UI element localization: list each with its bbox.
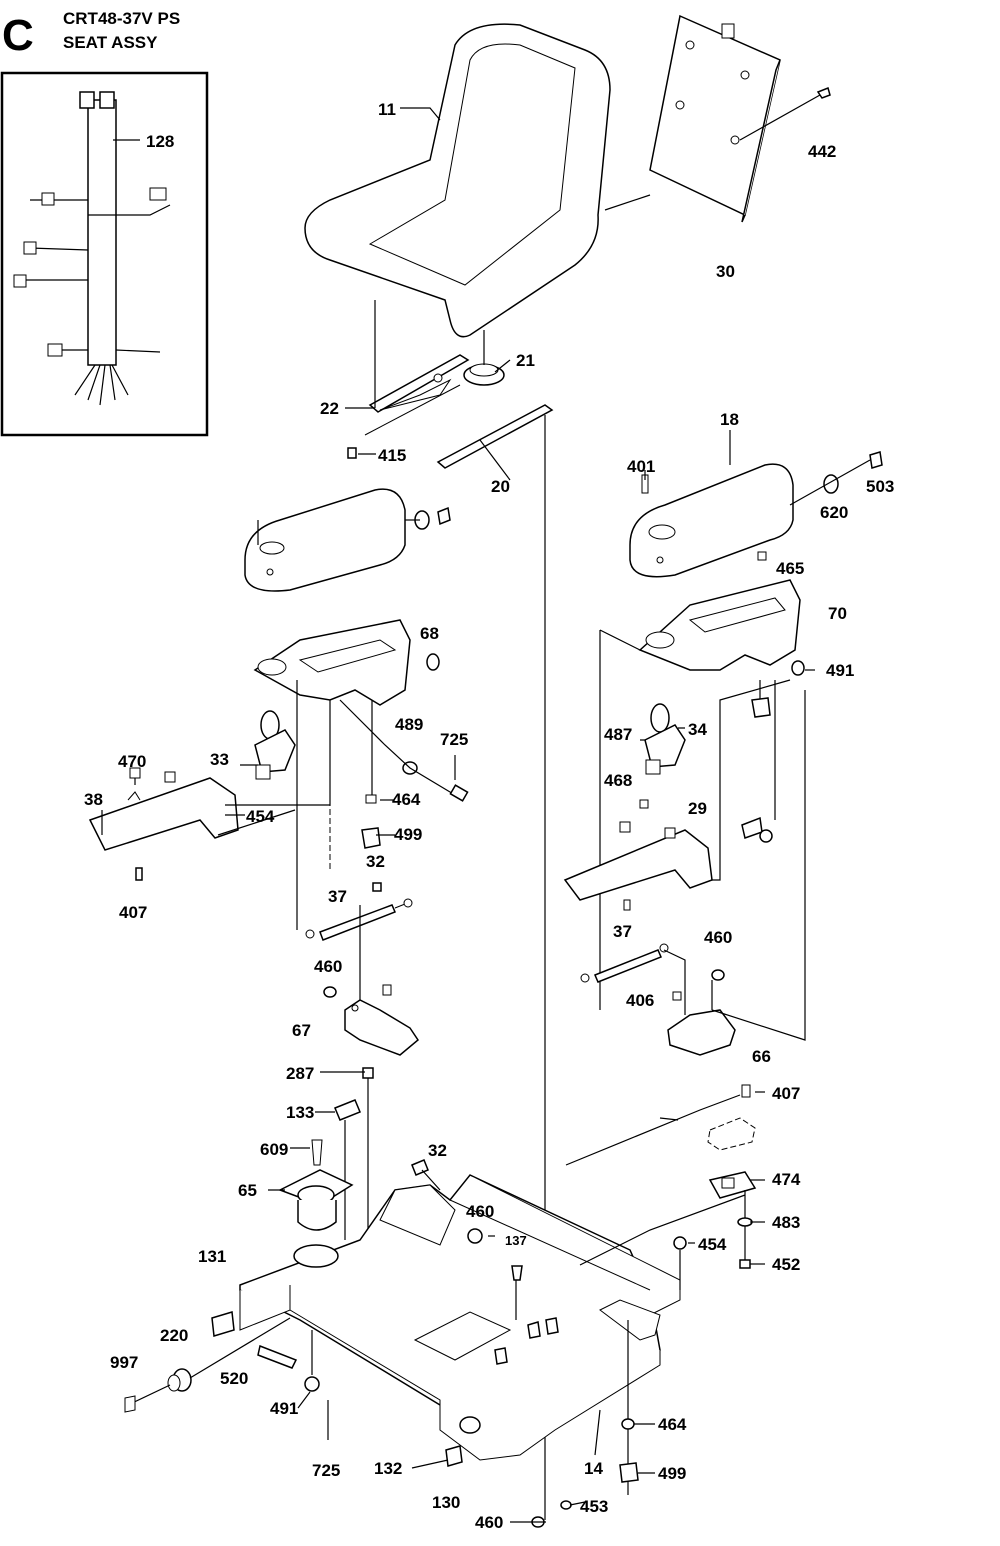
- callout-460-frame: 460: [466, 1202, 494, 1221]
- callout-499-lower: 499: [658, 1464, 686, 1483]
- callout-65: 65: [238, 1181, 257, 1200]
- callout-33: 33: [210, 750, 229, 769]
- callout-460-right: 460: [704, 928, 732, 947]
- callout-520: 520: [220, 1369, 248, 1388]
- seat-rail-22: [364, 354, 470, 436]
- callout-464-upper: 464: [392, 790, 421, 809]
- callout-407-upper: 407: [119, 903, 147, 922]
- callout-415: 415: [378, 446, 406, 465]
- callout-130: 130: [432, 1493, 460, 1512]
- callout-22: 22: [320, 399, 339, 418]
- callout-470: 470: [118, 752, 146, 771]
- callout-406: 406: [626, 991, 654, 1010]
- callout-128: 128: [146, 132, 174, 151]
- callout-18: 18: [720, 410, 739, 429]
- bracket-38: [88, 767, 239, 851]
- harness-inset: [0, 71, 209, 437]
- callout-38: 38: [84, 790, 103, 809]
- callout-37-right: 37: [613, 922, 632, 941]
- callout-21: 21: [516, 351, 535, 370]
- bracket-66: [667, 1009, 736, 1056]
- bracket-67: [344, 999, 419, 1056]
- callout-468: 468: [604, 771, 632, 790]
- gas-strut-right: [580, 943, 669, 983]
- callout-483: 483: [772, 1213, 800, 1232]
- callout-68: 68: [420, 624, 439, 643]
- model-name: CRT48-37V PS: [63, 9, 180, 28]
- callout-499-upper: 499: [394, 825, 422, 844]
- callout-133: 133: [286, 1103, 314, 1122]
- callout-489: 489: [395, 715, 423, 734]
- switch-474: [708, 1171, 757, 1199]
- callout-453: 453: [580, 1497, 608, 1516]
- callout-67: 67: [292, 1021, 311, 1040]
- callout-131: 131: [198, 1247, 226, 1266]
- callout-29: 29: [688, 799, 707, 818]
- callout-997: 997: [110, 1353, 138, 1372]
- joystick-34: [644, 703, 686, 775]
- callout-11: 11: [378, 100, 396, 119]
- switch-131: [211, 1311, 235, 1337]
- callout-460-bottom: 460: [475, 1513, 503, 1532]
- header: C CRT48-37V PS SEAT ASSY: [2, 9, 180, 60]
- seat-back-plate: [649, 14, 781, 223]
- harness-sleeve: [87, 99, 117, 366]
- callout-34: 34: [688, 720, 707, 739]
- right-armrest-cover: [629, 463, 794, 578]
- washer-620: [823, 474, 839, 494]
- seat-rail-20: [436, 404, 554, 469]
- left-armrest-cover: [244, 488, 406, 592]
- callout-70: 70: [828, 604, 847, 623]
- callout-452: 452: [772, 1255, 800, 1274]
- foot-499a: [361, 827, 381, 849]
- callout-137: 137: [505, 1233, 527, 1248]
- callout-503: 503: [866, 477, 894, 496]
- callout-32-lower: 32: [428, 1141, 447, 1160]
- callout-464-lower: 464: [658, 1415, 687, 1434]
- callout-491-lower: 491: [270, 1399, 298, 1418]
- callout-487: 487: [604, 725, 632, 744]
- callout-37-left: 37: [328, 887, 347, 906]
- gas-strut-left: [305, 898, 413, 941]
- section-letter: C: [2, 11, 34, 60]
- callout-401: 401: [627, 457, 655, 476]
- leader-lines: [101, 107, 815, 1523]
- callout-66: 66: [752, 1047, 771, 1066]
- left-armrest-housing: [253, 619, 411, 706]
- callout-442: 442: [808, 142, 836, 161]
- bolt-415: [347, 447, 357, 459]
- callout-725-upper: 725: [440, 730, 468, 749]
- callout-465: 465: [776, 559, 804, 578]
- callout-132: 132: [374, 1459, 402, 1478]
- callout-labels: 128 11 442 30 21 22 415 20 18 401 503 62…: [84, 100, 894, 1532]
- assembly-title: SEAT ASSY: [63, 33, 158, 52]
- clip-133: [334, 1099, 361, 1121]
- seat-sensor-21: [463, 363, 505, 386]
- joystick-33: [254, 710, 296, 780]
- callout-14: 14: [584, 1459, 603, 1478]
- bracket-29: [563, 821, 713, 901]
- callout-287: 287: [286, 1064, 314, 1083]
- callout-407-lower: 407: [772, 1084, 800, 1103]
- callout-474: 474: [772, 1170, 801, 1189]
- callout-620: 620: [820, 503, 848, 522]
- seat-cushion: [304, 23, 611, 338]
- callout-20: 20: [491, 477, 510, 496]
- callout-725-lower: 725: [312, 1461, 340, 1480]
- callout-32-upper: 32: [366, 852, 385, 871]
- bolt-442: [816, 86, 831, 99]
- callout-609: 609: [260, 1140, 288, 1159]
- callout-491-upper: 491: [826, 661, 854, 680]
- right-armrest-housing: [638, 579, 801, 671]
- callout-220: 220: [160, 1326, 188, 1345]
- callout-454-lower: 454: [698, 1235, 727, 1254]
- callout-30: 30: [716, 262, 735, 281]
- knob-220: [167, 1368, 192, 1392]
- callout-454-upper: 454: [246, 807, 275, 826]
- callout-460-left: 460: [314, 957, 342, 976]
- mount-65: [278, 1169, 354, 1231]
- base-frame-14: [239, 1174, 681, 1461]
